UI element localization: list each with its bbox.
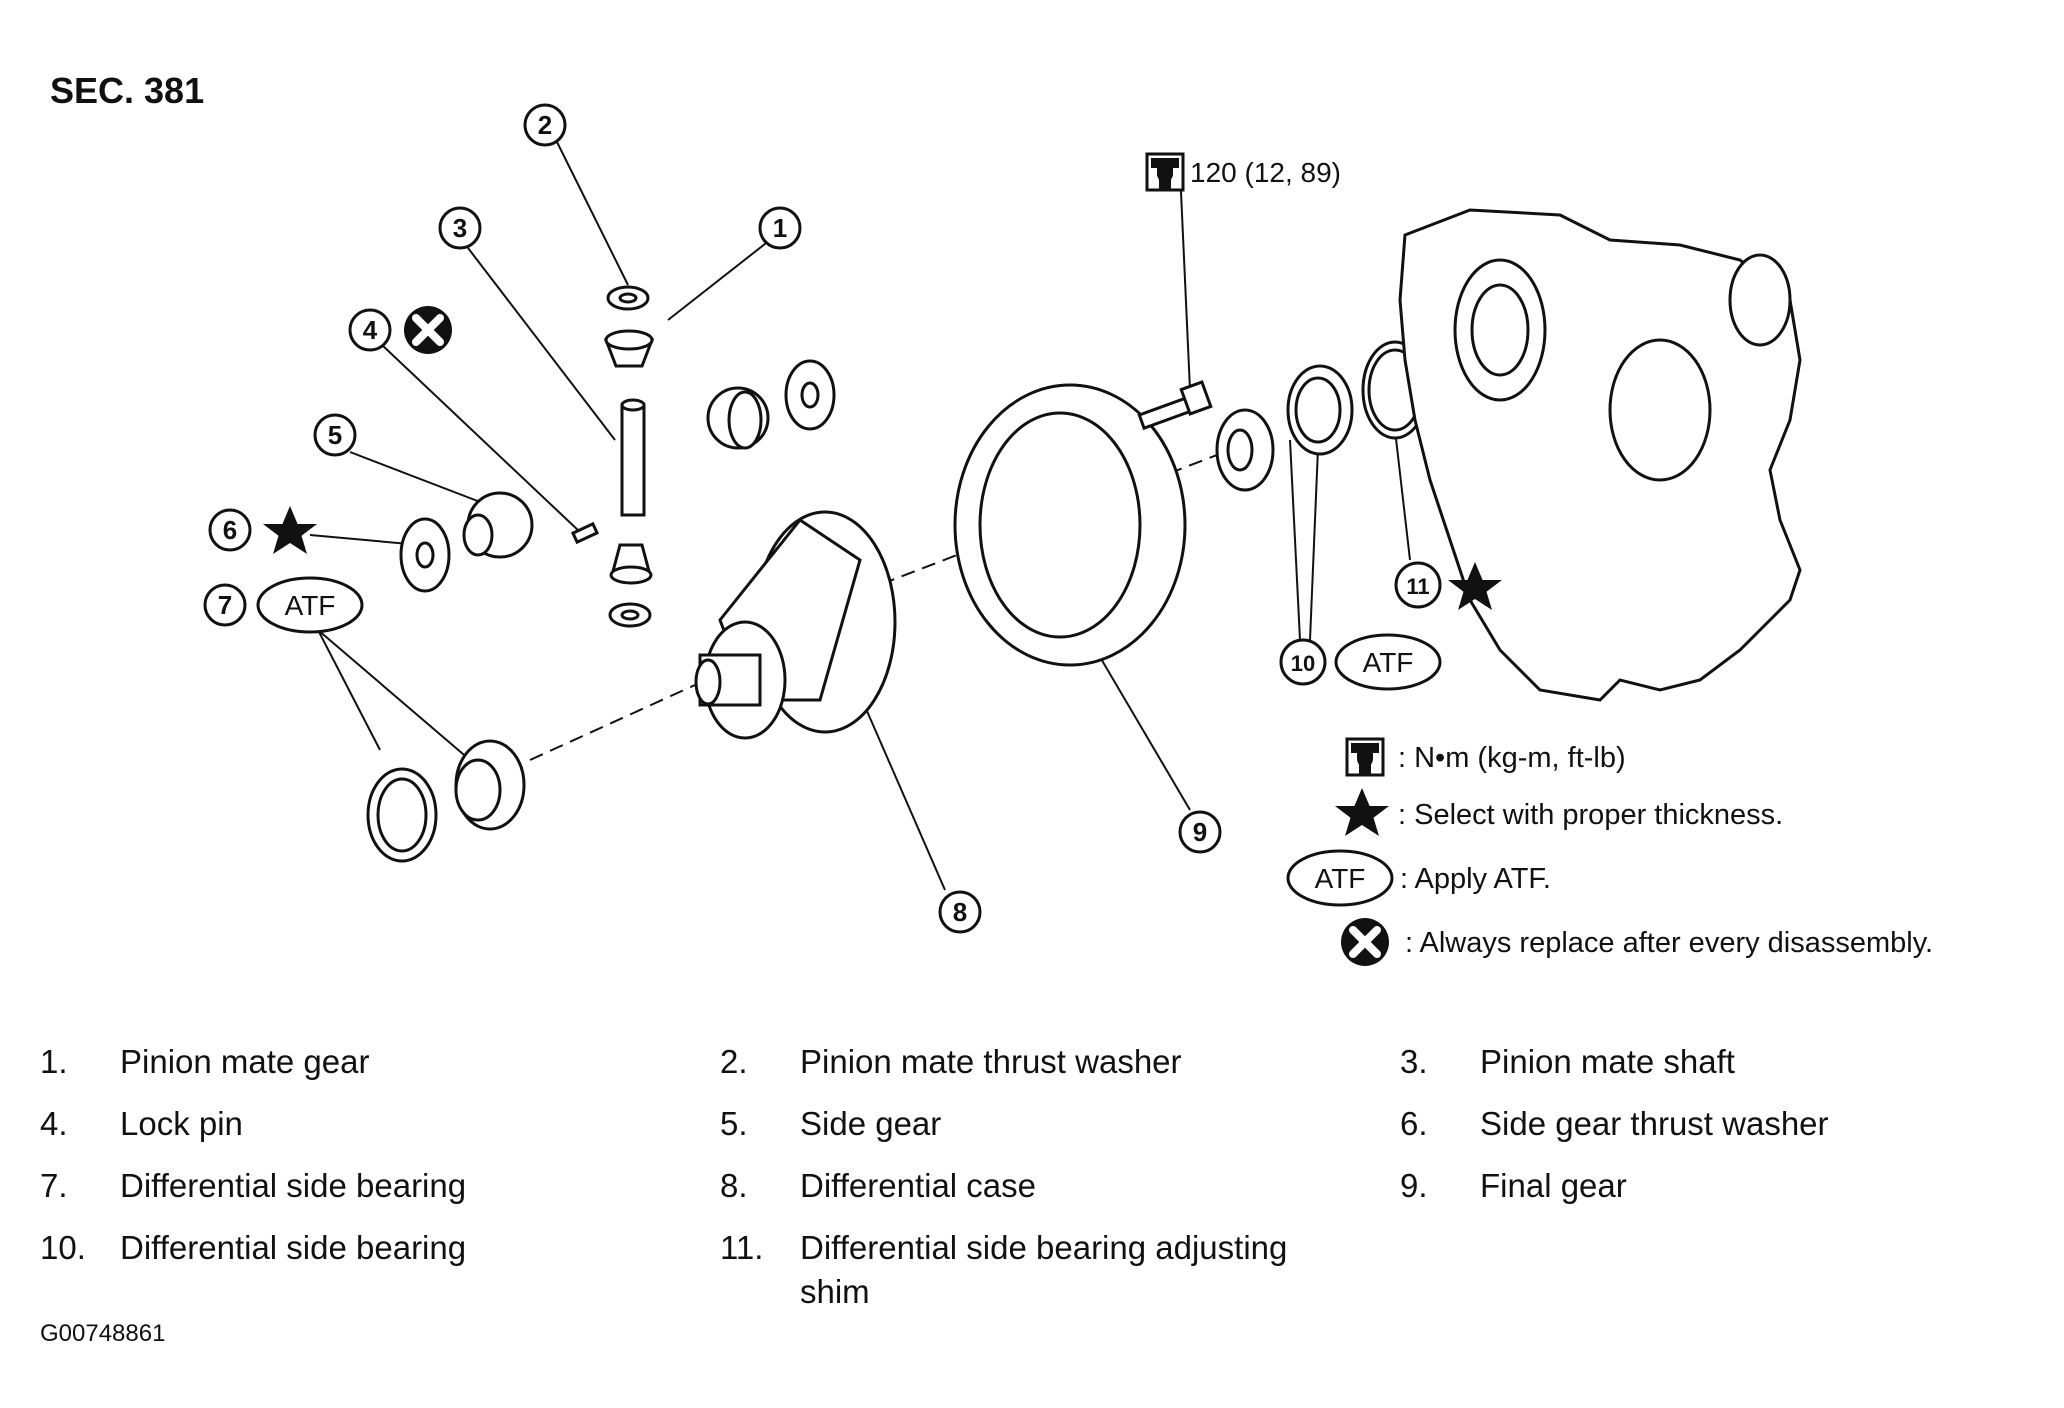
svg-text:: Select with proper thickness: : Select with proper thickness. (1398, 799, 1783, 831)
callout-2: 2 (523, 103, 567, 147)
part-item-2: 2.Pinion mate thrust washer (720, 1043, 1182, 1080)
svg-text:: Apply ATF.: : Apply ATF. (1400, 863, 1551, 895)
callout-3: 3 (438, 206, 482, 250)
callout-10: 10 (1279, 638, 1327, 686)
svg-text:ATF: ATF (1315, 863, 1366, 894)
callouts: 2 1 3 4 5 6 7 ATF 8 9 10 ATF 11 (203, 103, 1502, 934)
callout-4: 4 (348, 308, 392, 352)
svg-text:11: 11 (1406, 574, 1429, 599)
svg-text:: N•m (kg-m, ft-lb): : N•m (kg-m, ft-lb) (1398, 742, 1626, 774)
part-item-7: 7.Differential side bearing (40, 1167, 467, 1204)
part-item-3: 3.Pinion mate shaft (1400, 1043, 1735, 1080)
svg-text:2: 2 (538, 110, 552, 140)
callout-6: 6 (208, 508, 252, 552)
svg-text:4: 4 (363, 315, 378, 345)
atf-oval-icon (1286, 849, 1394, 907)
replace-x-icon (1341, 918, 1389, 966)
part-item-4: 4.Lock pin (40, 1105, 243, 1142)
svg-text:1: 1 (773, 213, 787, 243)
svg-text:ATF: ATF (285, 590, 336, 621)
replace-x-icon (404, 306, 452, 354)
pinion-mate-shaft (620, 403, 646, 517)
star-icon (1335, 788, 1389, 836)
svg-text:8: 8 (953, 897, 967, 927)
part-item-10: 10.Differential side bearing (40, 1229, 467, 1266)
torque-wrench-icon (1145, 152, 1185, 192)
svg-text:9: 9 (1193, 817, 1207, 847)
part-item-5: 5.Side gear (720, 1105, 942, 1142)
part-item-11: 11.Differential side bearing adjusting s… (720, 1229, 1288, 1310)
svg-text:7: 7 (218, 590, 232, 620)
atf-tag-10: ATF (1334, 633, 1442, 691)
exploded-diagram: 2 1 3 4 5 6 7 ATF 8 9 10 ATF 11 120 (12,… (203, 103, 1933, 1000)
callout-11: 11 (1394, 561, 1442, 609)
part-item-6: 6.Side gear thrust washer (1400, 1105, 1829, 1142)
svg-text:ATF: ATF (1363, 647, 1414, 678)
callout-8: 8 (938, 890, 982, 934)
svg-text:6: 6 (223, 515, 237, 545)
svg-text:: Always replace after every d: : Always replace after every disassembly… (1405, 927, 1933, 959)
star-icon (263, 506, 317, 554)
parts-list: 1.Pinion mate gear 2.Pinion mate thrust … (40, 1040, 2040, 1314)
lock-pin (570, 521, 600, 545)
callout-9: 9 (1178, 810, 1222, 854)
leader-lines (309, 139, 1411, 891)
callout-7: 7 (203, 583, 247, 627)
atf-tag-7: ATF (256, 576, 364, 634)
svg-text:5: 5 (328, 420, 342, 450)
part-item-9: 9.Final gear (1400, 1167, 1627, 1204)
section-title: SEC. 381 (50, 70, 205, 111)
callout-5: 5 (313, 413, 357, 457)
svg-text:3: 3 (453, 213, 467, 243)
part-item-1: 1.Pinion mate gear (40, 1043, 370, 1080)
svg-text:120 (12, 89): 120 (12, 89) (1190, 157, 1341, 188)
legend: : N•m (kg-m, ft-lb) : Select with proper… (1286, 737, 1933, 966)
svg-text:10: 10 (1291, 651, 1315, 676)
torque-spec: 120 (12, 89) (1145, 152, 1341, 192)
torque-wrench-icon (1345, 737, 1385, 777)
reference-code: G00748861 (40, 1320, 166, 1347)
part-drawings (366, 208, 1802, 863)
callout-1: 1 (758, 206, 802, 250)
part-item-8: 8.Differential case (720, 1167, 1037, 1204)
